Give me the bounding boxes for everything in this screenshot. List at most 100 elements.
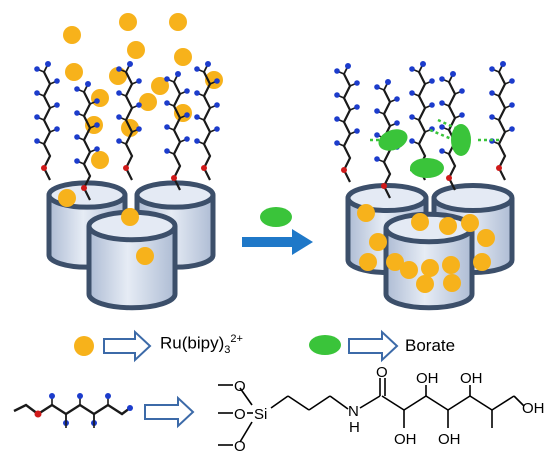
hydroxyl-dot xyxy=(74,158,80,164)
hydroxyl-dot xyxy=(439,100,445,106)
hydroxyl-dot xyxy=(164,76,170,82)
borate-on-arrow xyxy=(260,207,292,227)
chem-oh-2: OH xyxy=(460,370,483,387)
silane-chain xyxy=(116,61,142,181)
hydroxyl-dot xyxy=(429,102,435,108)
hydrogen-bond xyxy=(429,128,455,142)
particle xyxy=(63,26,81,44)
legend-arrow-2 xyxy=(348,329,399,363)
hydroxyl-dot xyxy=(136,78,142,84)
terminal-dot xyxy=(450,71,456,77)
hydroxyl-dot xyxy=(214,78,220,84)
hydroxyl-dot xyxy=(354,128,360,134)
hydroxyl-dot xyxy=(74,86,80,92)
right-cups xyxy=(345,183,515,311)
chem-oh-1: OH xyxy=(416,370,439,387)
chain-backbone xyxy=(82,91,92,201)
hydroxyl-dot xyxy=(164,100,170,106)
oxygen-dot xyxy=(123,165,129,171)
hydroxyl-dot xyxy=(374,132,380,138)
silane-chain xyxy=(164,71,190,191)
hydroxyl-dot xyxy=(194,114,200,120)
silane-chain xyxy=(194,61,220,181)
chain-legend-backbone xyxy=(13,403,131,416)
borate-legend-label: Borate xyxy=(405,336,455,356)
particle xyxy=(127,41,145,59)
hydroxyl-dot xyxy=(374,108,380,114)
hydroxyl-dot xyxy=(74,110,80,116)
hydroxyl-dot xyxy=(409,66,415,72)
hydroxyl-dot xyxy=(394,120,400,126)
hydroxyl-dot xyxy=(214,102,220,108)
hydroxyl-dot xyxy=(354,80,360,86)
particle xyxy=(461,214,479,232)
hydroxyl-dot xyxy=(354,104,360,110)
hydroxyl-dot xyxy=(489,66,495,72)
particle xyxy=(58,189,76,207)
hydroxyl-dot xyxy=(194,66,200,72)
particle xyxy=(416,275,434,293)
hydroxyl-dot xyxy=(94,98,100,104)
chemical-labels: O O O Si N H O OH OH OH OH OH xyxy=(234,364,545,455)
hydroxyl-dot xyxy=(184,88,190,94)
particle xyxy=(357,204,375,222)
hydroxyl-dot xyxy=(54,102,60,108)
hydroxyl-dot xyxy=(459,88,465,94)
ru-legend-label: Ru(bipy)32+ xyxy=(160,333,243,356)
hydroxyl-dot xyxy=(429,78,435,84)
terminal-dot xyxy=(45,61,51,67)
borate-label: Borate xyxy=(405,336,456,355)
silane-chain xyxy=(409,61,435,181)
hydroxyl-dot xyxy=(34,138,40,144)
hydroxyl-dot xyxy=(116,114,122,120)
legend-particle xyxy=(74,336,94,356)
hydroxyl-dot xyxy=(116,138,122,144)
hydroxyl-dot xyxy=(214,126,220,132)
borate xyxy=(378,129,408,151)
terminal-dot xyxy=(420,61,426,67)
hydroxyl-dot xyxy=(409,114,415,120)
terminal-dot xyxy=(500,61,506,67)
hydroxyl-dot xyxy=(439,124,445,130)
hydroxyl-dot xyxy=(194,90,200,96)
cup-rim xyxy=(431,183,515,213)
hydroxyl-dot xyxy=(164,124,170,130)
chain-backbone xyxy=(172,81,182,191)
chain-legend-dot xyxy=(49,393,55,399)
borate xyxy=(410,158,444,178)
particle xyxy=(139,93,157,111)
chain-legend-oxygen xyxy=(34,410,42,418)
chain-backbone xyxy=(42,71,52,181)
terminal-dot xyxy=(175,71,181,77)
chem-h: H xyxy=(349,419,360,436)
arrow-shape xyxy=(242,229,313,255)
particle xyxy=(443,274,461,292)
particle xyxy=(65,63,83,81)
terminal-dot xyxy=(85,81,91,87)
oxygen-dot xyxy=(381,183,387,189)
particle xyxy=(473,253,491,271)
oxygen-dot xyxy=(201,165,207,171)
hydroxyl-dot xyxy=(374,156,380,162)
chem-oh-5: OH xyxy=(522,400,545,417)
particle xyxy=(136,247,154,265)
chem-oh-3: OH xyxy=(394,431,417,448)
ru-label-sup: 2+ xyxy=(230,333,243,345)
terminal-dot xyxy=(205,61,211,67)
chain-legend-dot xyxy=(77,393,83,399)
left-chains xyxy=(34,61,220,201)
chain-backbone xyxy=(497,71,507,181)
chain-legend xyxy=(13,393,133,428)
hydroxyl-dot xyxy=(54,126,60,132)
hydroxyl-dot xyxy=(94,146,100,152)
ru-label-sub: 3 xyxy=(224,344,231,357)
legend xyxy=(74,329,399,363)
oxygen-dot xyxy=(496,165,502,171)
cup-rim xyxy=(383,211,475,245)
chem-o-carbonyl: O xyxy=(376,364,388,381)
terminal-dot xyxy=(385,79,391,85)
hydroxyl-dot xyxy=(34,66,40,72)
particle xyxy=(91,89,109,107)
terminal-dot xyxy=(345,63,351,69)
particle xyxy=(359,253,377,271)
